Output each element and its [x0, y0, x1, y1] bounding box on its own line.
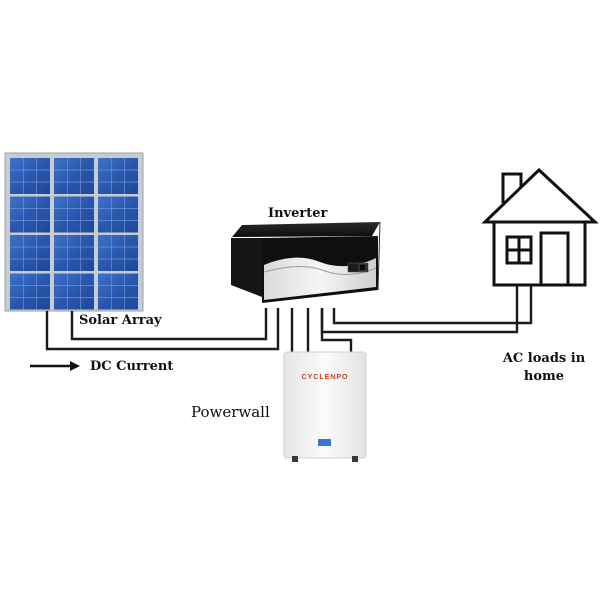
ac-loads-label-line1: AC loads in: [502, 351, 586, 366]
dc-current-label: DC Current: [90, 359, 173, 374]
solar-cell: [98, 235, 138, 271]
inverter-icon: [231, 221, 381, 303]
ac-loads-label-line2: home: [524, 369, 564, 384]
battery-brand-logo: CYCLENPO: [302, 374, 349, 381]
solar-cell: [54, 158, 94, 194]
solar-cell: [10, 273, 50, 310]
solar-cell: [10, 158, 50, 194]
dc-wire-battery-right: [320, 308, 353, 352]
battery-display: [318, 439, 331, 446]
solar-cell: [98, 196, 138, 233]
arrow-right-icon: [30, 361, 80, 371]
solar-cell: [98, 273, 138, 310]
ac-wire-house-inner: [332, 285, 533, 325]
ac-wire-house-outer: [320, 285, 519, 334]
solar-cell: [98, 158, 138, 194]
battery-icon: CYCLENPO: [283, 351, 367, 462]
house-icon: [481, 167, 599, 287]
solar-cell: [10, 196, 50, 233]
dc-wire-panel-inner: [70, 308, 268, 341]
solar-panel-icon: [4, 152, 144, 312]
solar-cell: [54, 273, 94, 310]
wiring: [45, 285, 533, 352]
solar-cell: [54, 196, 94, 233]
solar-cell: [54, 235, 94, 271]
dc-wire-panel-outer: [45, 308, 280, 351]
solar-array-label: Solar Array: [79, 313, 162, 328]
powerwall-label: Powerwall: [191, 403, 270, 421]
inverter-label: Inverter: [268, 206, 327, 221]
solar-cell: [10, 235, 50, 271]
